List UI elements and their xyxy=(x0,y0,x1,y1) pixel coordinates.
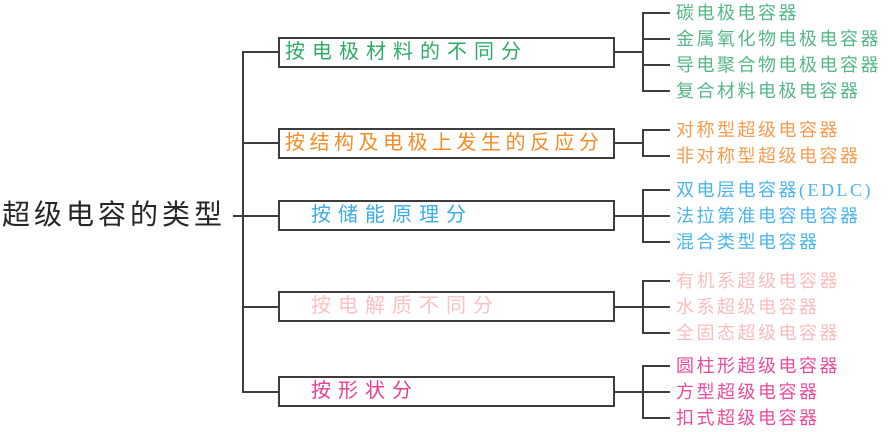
category-label: 按电解质不同分 xyxy=(311,295,500,317)
leaf-label: 非对称型超级电容器 xyxy=(676,146,861,166)
category-label: 按电极材料的不同分 xyxy=(285,41,528,63)
leaf-label: 碳电极电容器 xyxy=(676,3,799,23)
leaf-label: 金属氧化物电极电容器 xyxy=(676,29,881,49)
leaf-label: 扣式超级电容器 xyxy=(676,408,820,428)
category-label: 按结构及电极上发生的反应分 xyxy=(285,132,604,154)
leaf-label: 双电层电容器(EDLC) xyxy=(676,180,873,200)
leaf-label: 全固态超级电容器 xyxy=(676,323,840,343)
category-box-shape: 按形状分 xyxy=(278,376,615,407)
leaf-label: 方型超级电容器 xyxy=(676,382,820,402)
category-box-electrode-material: 按电极材料的不同分 xyxy=(278,37,615,68)
leaf-label: 对称型超级电容器 xyxy=(676,120,840,140)
leaf-label: 混合类型电容器 xyxy=(676,232,820,252)
leaf-label: 导电聚合物电极电容器 xyxy=(676,55,881,75)
category-label: 按储能原理分 xyxy=(311,204,473,226)
leaf-label: 有机系超级电容器 xyxy=(676,271,840,291)
leaf-label: 法拉第准电容电容器 xyxy=(676,206,861,226)
leaf-label: 复合材料电极电容器 xyxy=(676,81,861,101)
leaf-label: 圆柱形超级电容器 xyxy=(676,356,840,376)
root-label: 超级电容的类型 xyxy=(2,200,227,231)
category-box-electrolyte: 按电解质不同分 xyxy=(278,291,615,322)
category-box-structure-reaction: 按结构及电极上发生的反应分 xyxy=(278,128,615,159)
category-box-energy-storage-principle: 按储能原理分 xyxy=(278,200,615,231)
leaf-label: 水系超级电容器 xyxy=(676,297,820,317)
category-label: 按形状分 xyxy=(311,380,419,402)
